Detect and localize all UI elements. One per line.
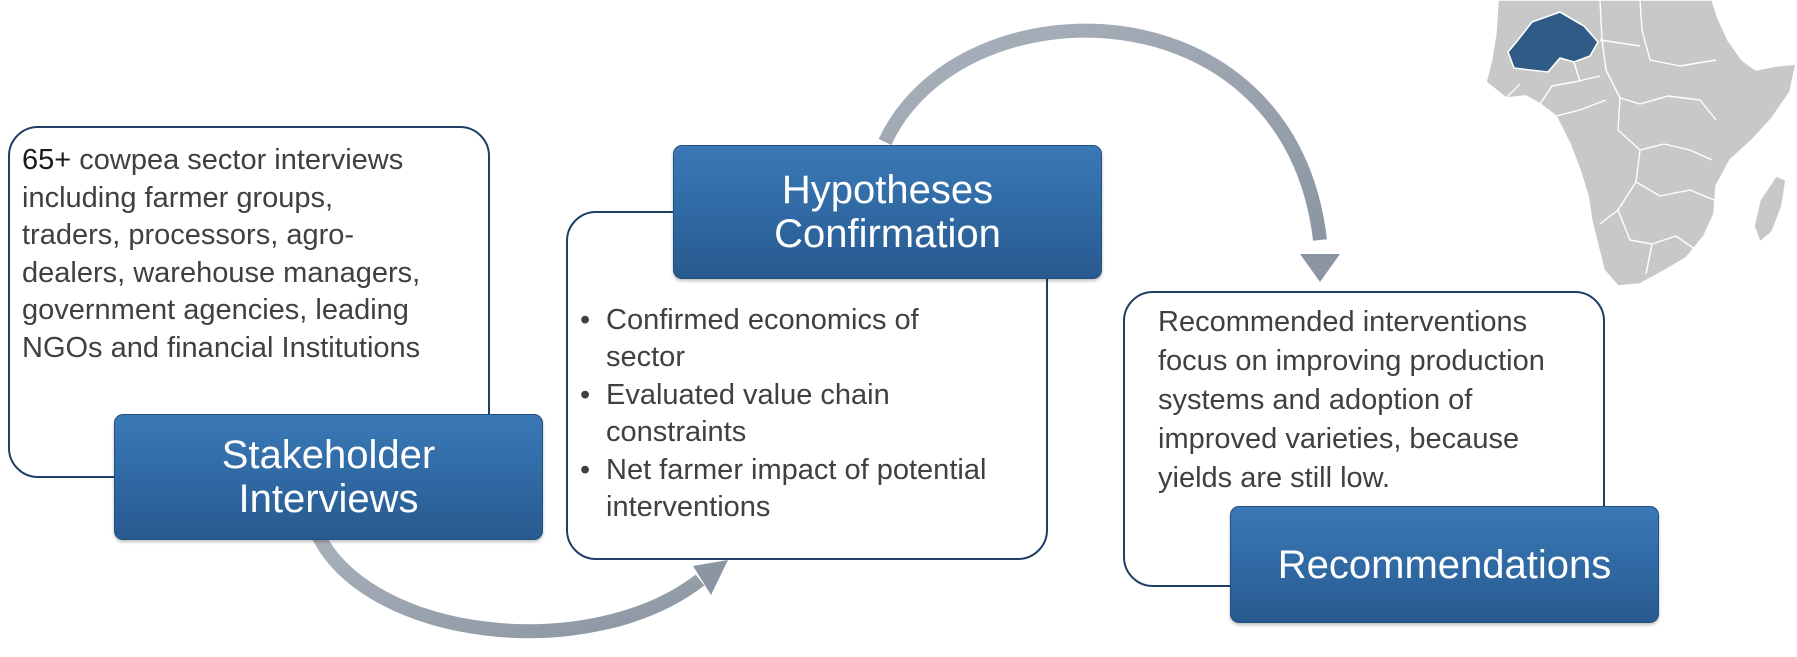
stakeholder-title-line1: Stakeholder [221, 433, 436, 477]
curved-arrow-icon [311, 531, 705, 639]
hypotheses-title-line1: Hypotheses [781, 168, 994, 212]
recommendations-line: focus on improving production [1158, 345, 1545, 377]
recommendations-title: Recommendations [1277, 542, 1612, 587]
arrow-head-icon [693, 560, 728, 595]
hypotheses-banner: Hypotheses Confirmation [673, 145, 1102, 279]
stakeholder-title-line2: Interviews [238, 477, 419, 521]
interview-count: 65+ [22, 144, 72, 176]
arrow-head-icon [1300, 254, 1340, 282]
africa-continent [1485, 0, 1797, 287]
hypotheses-title-line2: Confirmation [774, 212, 1001, 256]
recommendations-line: Recommended interventions [1158, 306, 1528, 338]
recommendations-description: Recommended interventions focus on impro… [1158, 303, 1598, 498]
stakeholder-line: 65+ cowpea sector interviews [22, 144, 404, 176]
curved-arrow-icon [878, 23, 1327, 241]
stakeholder-line: including farmer groups, [22, 181, 334, 214]
stakeholder-line: government agencies, leading [22, 294, 409, 326]
madagascar-shape [1753, 175, 1787, 243]
stakeholder-banner: Stakeholder Interviews [114, 414, 543, 540]
recommendations-line: yields are still low. [1158, 462, 1391, 494]
mali-highlight [1507, 11, 1599, 73]
recommendations-line: systems and adoption of [1158, 384, 1473, 416]
stakeholder-line: NGOs and financial Institutions [22, 331, 421, 364]
stakeholder-line: traders, processors, agro- [22, 219, 355, 251]
recommendations-line: improved varieties, because [1158, 423, 1520, 455]
bullet-item: Net farmer impact of potentialinterventi… [580, 452, 1040, 526]
stakeholder-line: dealers, warehouse managers, [22, 256, 421, 289]
recommendations-banner: Recommendations [1230, 506, 1659, 623]
stakeholder-description: 65+ cowpea sector interviews including f… [22, 142, 482, 367]
